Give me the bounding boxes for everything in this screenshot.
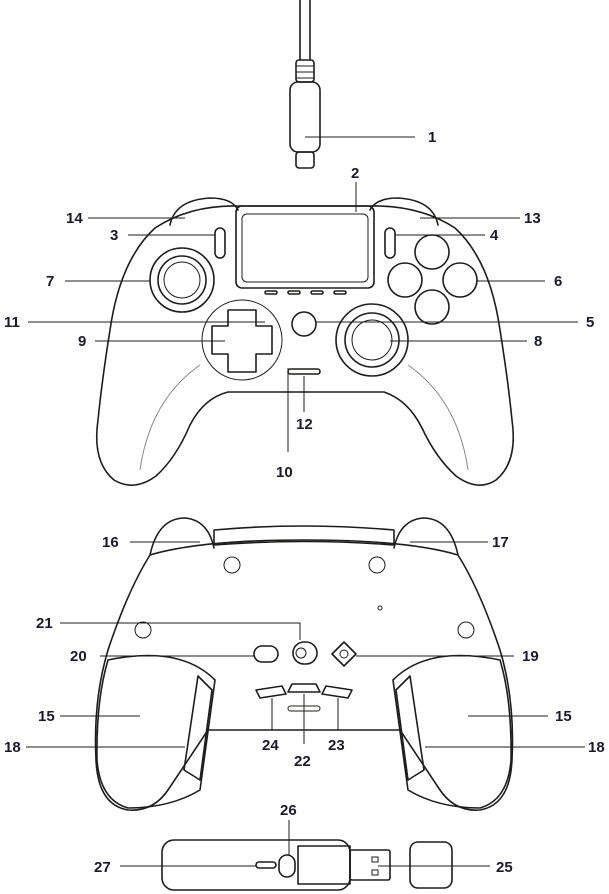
- controller-back-illustration: [94, 517, 514, 811]
- callout-3: 3: [110, 227, 118, 244]
- callout-22: 22: [294, 753, 311, 770]
- callout-5: 5: [586, 314, 594, 331]
- callout-11: 11: [4, 314, 20, 331]
- callout-9: 9: [78, 333, 86, 350]
- callout-1: 1: [428, 129, 436, 146]
- callout-8: 8: [534, 333, 542, 350]
- callout-25: 25: [496, 859, 513, 876]
- callout-6: 6: [554, 273, 562, 290]
- controller-front-illustration: [95, 197, 515, 486]
- callout-18-right: 18: [588, 739, 605, 756]
- usb-cable-illustration: [289, 0, 321, 169]
- callout-13: 13: [524, 210, 541, 227]
- callout-4: 4: [490, 227, 499, 244]
- callout-26: 26: [280, 802, 297, 819]
- callout-2: 2: [351, 165, 359, 182]
- callout-20: 20: [70, 648, 87, 665]
- leader-lines: [26, 136, 585, 867]
- callout-10: 10: [276, 464, 293, 481]
- callout-24: 24: [262, 737, 279, 754]
- callout-14: 14: [66, 210, 83, 227]
- callout-19: 19: [522, 648, 539, 665]
- callout-23: 23: [328, 737, 345, 754]
- callout-labels: 1 2 3 4 5 6 7 8 9 10 11 12 13 14 15 15 1…: [4, 129, 605, 876]
- callout-27: 27: [94, 859, 111, 876]
- usb-dongle-illustration: [161, 839, 453, 891]
- callout-15-right: 15: [555, 708, 572, 725]
- callout-15-left: 15: [38, 708, 55, 725]
- callout-21: 21: [36, 615, 53, 632]
- callout-18-left: 18: [4, 739, 21, 756]
- callout-7: 7: [46, 273, 54, 290]
- callout-17: 17: [492, 534, 509, 551]
- callout-12: 12: [296, 416, 313, 433]
- callout-16: 16: [102, 534, 119, 551]
